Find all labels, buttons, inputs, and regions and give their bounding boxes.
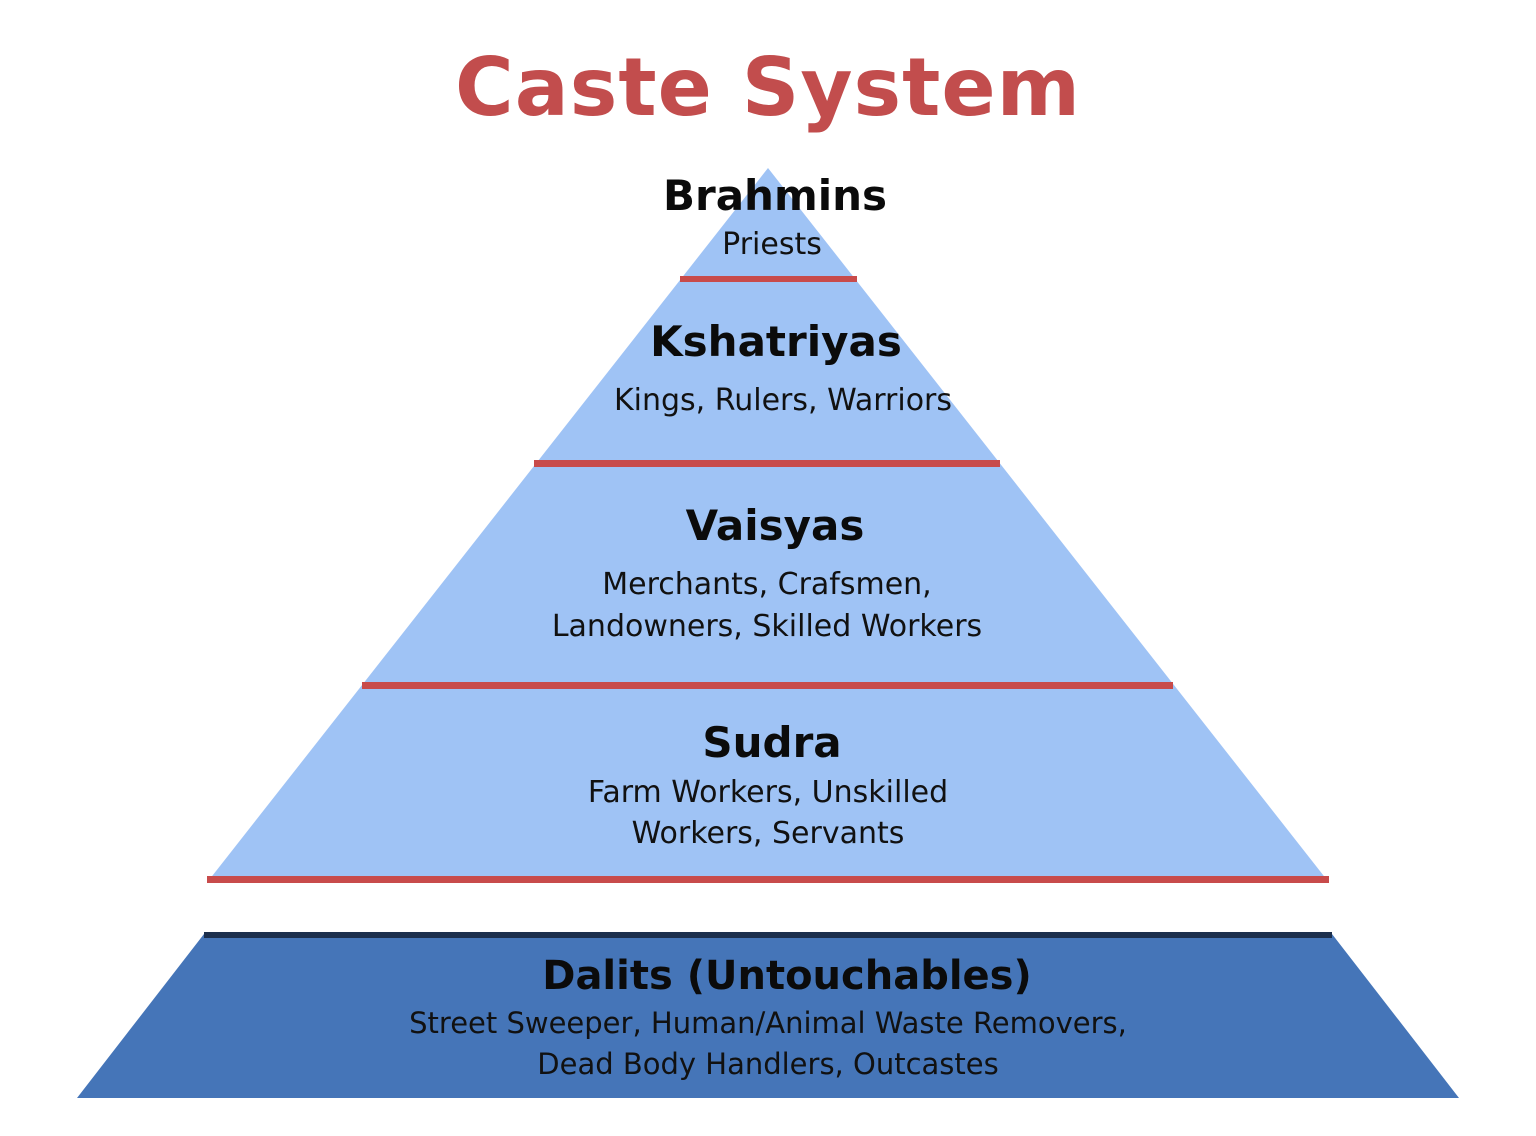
tier-desc-line: Dead Body Handlers, Outcastes <box>537 1047 998 1081</box>
divider-pyramid-base <box>207 876 1329 883</box>
tier-desc-line: Kings, Rulers, Warriors <box>614 383 952 418</box>
tier-desc-line: Landowners, Skilled Workers <box>552 609 982 644</box>
tier-name: Kshatriyas <box>650 317 902 366</box>
divider-vaisyas-sudra <box>362 682 1173 689</box>
tier-sudra: Sudra Farm Workers, Unskilled Workers, S… <box>588 718 948 851</box>
tier-desc-line: Workers, Servants <box>632 816 905 851</box>
tier-kshatriyas: Kshatriyas Kings, Rulers, Warriors <box>614 317 952 418</box>
tier-desc-line: Street Sweeper, Human/Animal Waste Remov… <box>409 1006 1127 1040</box>
tier-vaisyas: Vaisyas Merchants, Crafsmen, Landowners,… <box>552 501 982 644</box>
divider-brahmins-kshatriyas <box>680 276 857 282</box>
tier-name: Sudra <box>702 718 841 767</box>
tier-dalits: Dalits (Untouchables) Street Sweeper, Hu… <box>409 953 1127 1081</box>
tier-desc-line: Merchants, Crafsmen, <box>602 567 931 602</box>
divider-kshatriyas-vaisyas <box>534 460 1000 467</box>
pyramid-body <box>209 168 1327 880</box>
tier-brahmins: Brahmins Priests <box>663 171 887 262</box>
dalits-base-top-edge <box>204 932 1332 938</box>
tier-desc-line: Farm Workers, Unskilled <box>588 775 948 810</box>
tier-name: Brahmins <box>663 171 887 220</box>
dalits-base-block <box>77 934 1459 1098</box>
tier-name: Vaisyas <box>686 501 865 550</box>
tier-name: Dalits (Untouchables) <box>542 953 1032 999</box>
tier-desc-line: Priests <box>722 227 822 262</box>
diagram-title: Caste System <box>455 41 1081 134</box>
